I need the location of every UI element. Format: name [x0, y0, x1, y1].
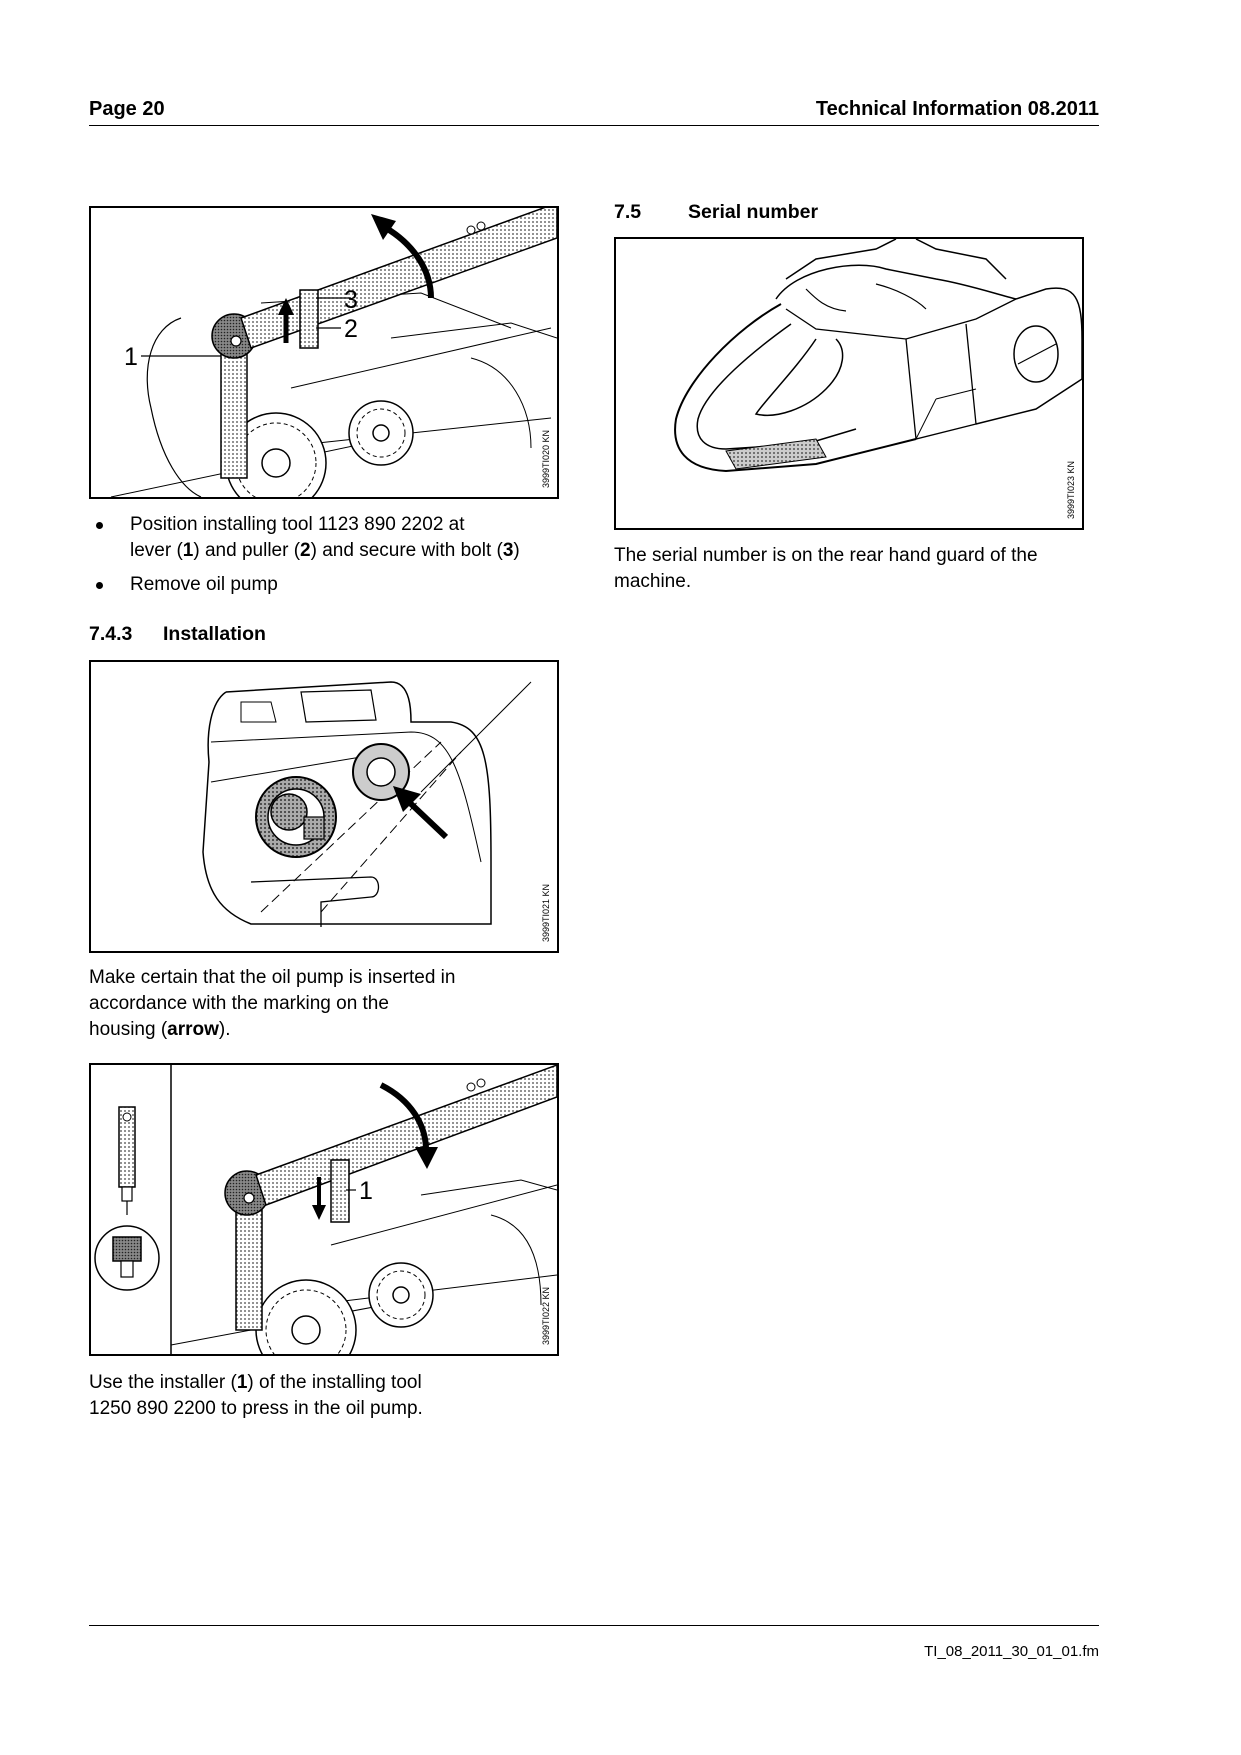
bullet-item: Position installing tool 1123 890 2202 a… [96, 512, 566, 568]
figure-oil-pump-installer: 1 3999TI022 KN [89, 1063, 559, 1356]
figure-oil-pump-marking: 3999TI021 KN [89, 660, 559, 953]
instruction-paragraph: Make certain that the oil pump is insert… [89, 967, 456, 1040]
callout-1: 1 [124, 343, 138, 371]
figure-code: 3999TI021 KN [541, 883, 551, 942]
serial-number-paragraph: The serial number is on the rear hand gu… [614, 545, 1038, 592]
instruction-paragraph: Use the installer (1) of the installing … [89, 1372, 423, 1419]
callout-1: 1 [359, 1177, 373, 1205]
figure-code: 3999TI023 KN [1066, 460, 1076, 519]
document-title: Technical Information 08.2011 [815, 98, 1099, 120]
figure-oil-pump-removal: 1 2 3 3999TI020 KN [89, 206, 559, 499]
footer-rule [89, 1625, 1099, 1626]
callout-3: 3 [344, 286, 358, 314]
figure-code: 3999TI020 KN [541, 429, 551, 488]
figure-code: 3999TI022 KN [541, 1286, 551, 1345]
bullet-dot [96, 582, 103, 589]
header-rule [89, 125, 1099, 126]
figure-serial-number-location: 3999TI023 KN [614, 237, 1084, 530]
footer-filename: TI_08_2011_30_01_01.fm [924, 1643, 1099, 1660]
page-number: Page 20 [89, 98, 165, 120]
bullet-item: Remove oil pump [96, 572, 566, 600]
bullet-dot [96, 522, 103, 529]
callout-2: 2 [344, 315, 358, 343]
